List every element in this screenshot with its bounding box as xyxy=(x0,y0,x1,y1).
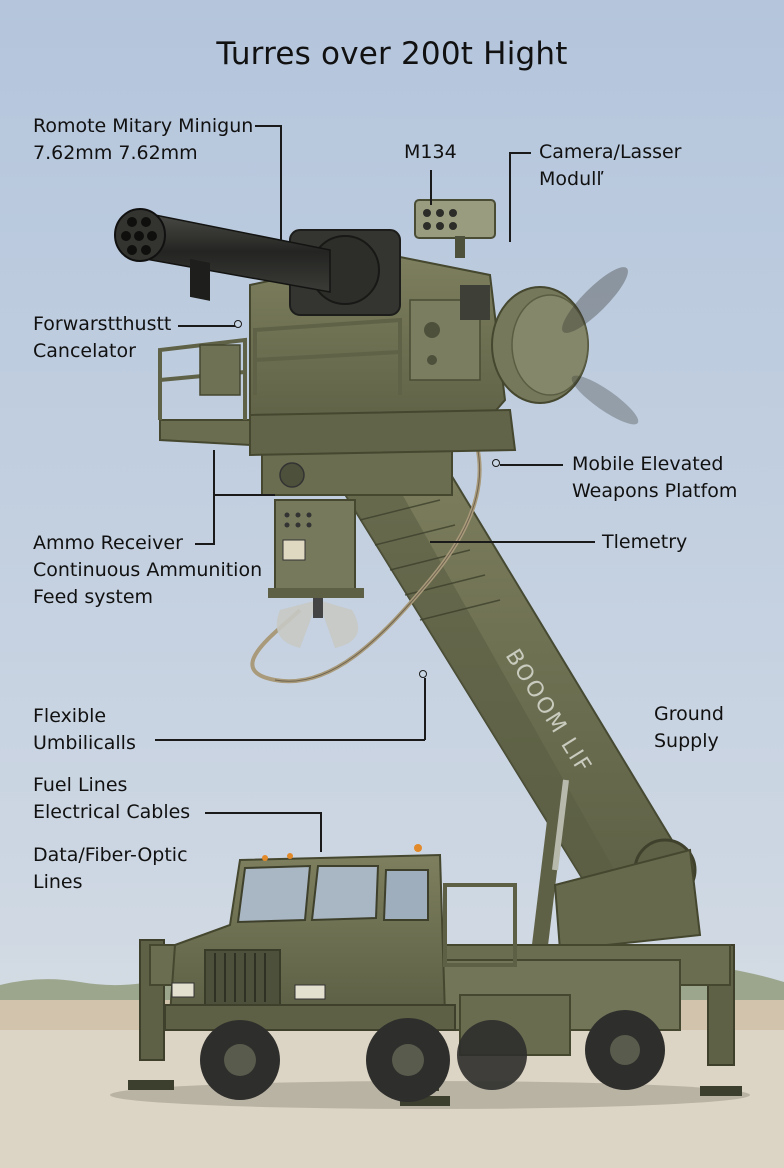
leader-telemetry xyxy=(430,541,595,543)
label-fuel-line2: Electrical Cables xyxy=(33,801,191,823)
label-minigun: Romote Mitary Minigun 7.62mm 7.62mm xyxy=(33,113,253,167)
truck xyxy=(128,844,742,1106)
label-ammo-line3: Feed system xyxy=(33,586,154,608)
label-fuel: Fuel Lines Electrical Cables xyxy=(33,772,190,826)
label-camera-line2: Modulľ xyxy=(539,168,604,190)
label-ground-line2: Supply xyxy=(654,730,719,752)
label-mobile: Mobile Elevated Weapons Platfom xyxy=(572,451,737,505)
label-ammo-line1: Ammo Receiver xyxy=(33,532,183,554)
leader-flexible-v xyxy=(424,678,426,740)
label-mobile-line1: Mobile Elevated xyxy=(572,453,724,475)
label-forward-line2: Cancelator xyxy=(33,340,136,362)
label-data: Data/Fiber-Optic Lines xyxy=(33,842,188,896)
boom-arm xyxy=(328,438,702,952)
leader-flexible-h xyxy=(155,739,425,741)
label-ground: Ground Supply xyxy=(654,701,724,755)
label-minigun-line2: 7.62mm 7.62mm xyxy=(33,142,198,164)
page-title: Turres over 200t Hight xyxy=(216,36,568,72)
leader-fuel-h xyxy=(205,812,321,814)
label-ground-line1: Ground xyxy=(654,703,724,725)
leader-m134 xyxy=(430,170,432,205)
leader-camera-h xyxy=(509,152,531,154)
label-fuel-line1: Fuel Lines xyxy=(33,774,128,796)
leader-ammo-h2 xyxy=(213,494,275,496)
label-forward-line1: Forwarstthustt xyxy=(33,313,172,335)
label-flexible-line2: Umbilicalls xyxy=(33,732,136,754)
label-camera-line1: Camera/Lasser xyxy=(539,141,682,163)
leader-forward xyxy=(178,325,236,327)
leader-mobile xyxy=(500,464,563,466)
label-telemetry: Tlemetry xyxy=(602,529,687,556)
leader-ammo-h xyxy=(195,543,215,545)
label-telemetry-line1: Tlemetry xyxy=(602,531,688,553)
leader-ammo-v xyxy=(213,450,215,545)
label-minigun-line1: Romote Mitary Minigun xyxy=(33,115,254,137)
leader-forward-dot xyxy=(234,320,242,328)
label-ammo-line2: Continuous Ammunition xyxy=(33,559,263,581)
label-camera: Camera/Lasser Modulľ xyxy=(539,139,682,193)
label-flexible: Flexible Umbilicalls xyxy=(33,703,136,757)
leader-fuel-v xyxy=(320,812,322,852)
label-data-line1: Data/Fiber-Optic xyxy=(33,844,188,866)
leader-flexible-dot xyxy=(419,670,427,678)
label-flexible-line1: Flexible xyxy=(33,705,107,727)
leader-camera-v xyxy=(509,152,511,242)
minigun-barrels xyxy=(114,208,331,301)
label-m134-line1: M134 xyxy=(404,141,457,163)
leader-minigun-v xyxy=(280,125,282,240)
label-forward: Forwarstthustt Cancelator xyxy=(33,311,171,365)
leader-mobile-dot xyxy=(492,459,500,467)
label-m134: M134 xyxy=(404,139,457,166)
leader-minigun-h xyxy=(255,125,281,127)
label-mobile-line2: Weapons Platfom xyxy=(572,480,738,502)
label-data-line2: Lines xyxy=(33,871,83,893)
label-ammo: Ammo Receiver Continuous Ammunition Feed… xyxy=(33,530,262,611)
